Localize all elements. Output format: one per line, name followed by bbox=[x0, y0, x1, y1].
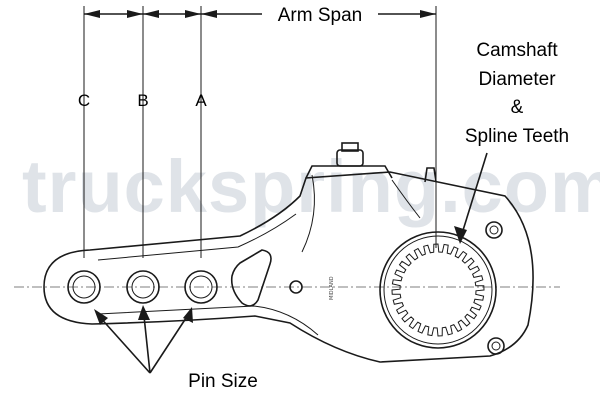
pin-a-label: A bbox=[195, 91, 207, 110]
side-bolt-top bbox=[485, 221, 503, 239]
spline-teeth-path bbox=[391, 243, 485, 337]
camshaft-label-line4: Spline Teeth bbox=[465, 126, 569, 147]
housing-contour-2 bbox=[391, 179, 421, 219]
arm-span-label: Arm Span bbox=[278, 5, 362, 26]
camshaft-label-line1: Camshaft bbox=[476, 40, 558, 61]
spline-teeth bbox=[391, 243, 485, 337]
camshaft-leader-arrow bbox=[454, 226, 467, 244]
arm-body-outline bbox=[43, 171, 534, 363]
camshaft-leader-line bbox=[459, 152, 488, 241]
pin-size-leaders bbox=[94, 305, 193, 374]
extension-lines bbox=[83, 6, 437, 258]
adjusting-nut bbox=[336, 149, 364, 167]
pin-b-label: B bbox=[137, 91, 148, 110]
pin-c-label: C bbox=[78, 91, 90, 110]
housing-contour-1 bbox=[301, 174, 315, 253]
arm-inner-edge-lower bbox=[97, 305, 319, 336]
body-stamp-text: MIDLAND bbox=[329, 276, 335, 300]
camshaft-bore bbox=[379, 231, 497, 349]
pin-hole-a bbox=[184, 270, 218, 304]
pin-hole-b bbox=[126, 270, 160, 304]
pin-size-label: Pin Size bbox=[188, 371, 258, 392]
camshaft-label-line2: Diameter bbox=[478, 69, 556, 90]
arm-window-cutout bbox=[230, 249, 272, 307]
arm-inner-edge bbox=[97, 213, 297, 261]
grease-fitting bbox=[424, 167, 437, 183]
adjusting-nut-cap bbox=[341, 142, 359, 152]
watermark-text: truckspring.com bbox=[22, 145, 600, 228]
dimension-arrows bbox=[84, 10, 436, 18]
camshaft-label-line3: & bbox=[511, 97, 524, 118]
side-bolt-bottom bbox=[487, 337, 505, 355]
small-bolt bbox=[289, 280, 303, 294]
pin-hole-c bbox=[67, 270, 101, 304]
